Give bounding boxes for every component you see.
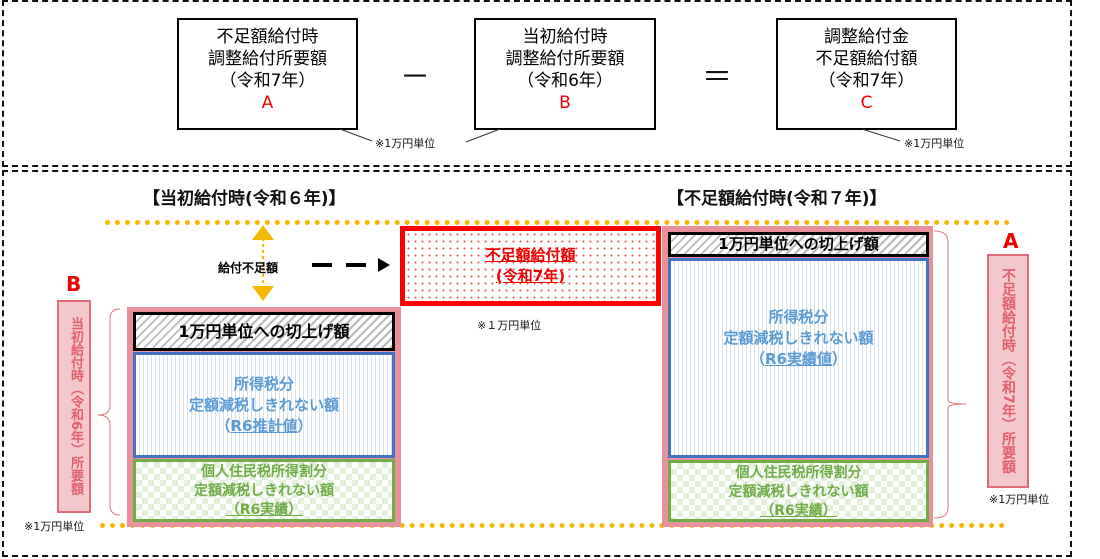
box-c-line: 不足額給付額 bbox=[815, 49, 918, 69]
right-title: 【不足額給付時(令和７年)】 bbox=[667, 189, 887, 209]
top-dotted-line bbox=[105, 220, 1010, 225]
paren: （ bbox=[215, 416, 231, 435]
right-vertical-label: 不足額給付時（令和7年）所要額 bbox=[987, 254, 1029, 488]
resident-tax-line: 定額減税しきれない額 bbox=[728, 484, 869, 500]
right-resident-tax-block: 個人住民税所得割分 定額減税しきれない額 （R6実績） bbox=[668, 460, 929, 522]
income-tax-line: 所得税分 bbox=[233, 374, 294, 393]
income-tax-line: 所得税分 bbox=[768, 307, 829, 326]
left-roundup-block: 1万円単位への切上げ額 bbox=[133, 312, 395, 351]
unit-note: ※1万円単位 bbox=[989, 493, 1050, 506]
income-tax-line: 定額減税しきれない額 bbox=[723, 328, 874, 347]
shortfall-label: 給付不足額 bbox=[218, 261, 279, 275]
box-b-line: 当初給付時 bbox=[522, 27, 608, 47]
diagram-panel bbox=[2, 170, 1072, 557]
left-brace bbox=[97, 308, 121, 516]
letter-a: A bbox=[1003, 229, 1019, 253]
formula-box-c: 調整給付金 不足額給付額 （令和7年） C bbox=[776, 18, 957, 130]
box-c-line: （令和7年） bbox=[818, 71, 915, 91]
right-income-tax-block: 所得税分 定額減税しきれない額 （R6実績値） bbox=[668, 258, 929, 458]
unit-note: ※１万円単位 bbox=[477, 319, 542, 332]
box-a-line: 不足額給付時 bbox=[216, 27, 319, 47]
income-tax-line: 定額減税しきれない額 bbox=[188, 395, 339, 414]
box-c-line: 調整給付金 bbox=[824, 27, 909, 47]
right-roundup-block: 1万円単位への切上げ額 bbox=[668, 232, 929, 257]
box-a-letter: A bbox=[261, 93, 274, 113]
box-a-line: （令和7年） bbox=[219, 71, 316, 91]
shortfall-line: (令和7年) bbox=[495, 267, 566, 285]
paren: ） bbox=[832, 349, 848, 368]
formula-box-a: 不足額給付時 調整給付所要額 （令和7年） A bbox=[177, 18, 358, 130]
equals-sign: ＝ bbox=[702, 60, 732, 95]
box-b-line: （令和6年） bbox=[517, 71, 613, 91]
formula-panel bbox=[2, 0, 1072, 167]
paren: ） bbox=[297, 416, 313, 435]
resident-tax-line: 定額減税しきれない額 bbox=[194, 483, 334, 499]
minus-sign: － bbox=[400, 60, 430, 95]
income-tax-source: R6推計値 bbox=[230, 416, 298, 435]
shortfall-double-arrow-icon bbox=[252, 225, 274, 301]
resident-tax-line: 個人住民税所得割分 bbox=[735, 465, 862, 481]
resident-tax-line: （R6実績） bbox=[760, 503, 837, 519]
unit-note: ※1万円単位 bbox=[375, 137, 436, 150]
box-c-letter: C bbox=[860, 93, 873, 113]
left-resident-tax-block: 個人住民税所得割分 定額減税しきれない額 （R6実績） bbox=[133, 459, 395, 522]
formula-box-b: 当初給付時 調整給付所要額 （令和6年） B bbox=[474, 18, 656, 130]
shortfall-line: 不足額給付額 bbox=[485, 246, 576, 264]
unit-note: ※1万円単位 bbox=[904, 137, 965, 150]
box-b-letter: B bbox=[559, 93, 571, 113]
unit-note: ※1万円単位 bbox=[24, 520, 85, 533]
left-title: 【当初給付時(令和６年)】 bbox=[143, 189, 346, 209]
shortfall-payment-box: 不足額給付額 (令和7年) bbox=[400, 226, 661, 306]
letter-b: B bbox=[66, 272, 82, 296]
resident-tax-line: （R6実績） bbox=[225, 502, 303, 518]
bottom-dotted-line bbox=[100, 523, 1005, 528]
leader-lines bbox=[339, 128, 901, 143]
paren: （ bbox=[749, 349, 765, 368]
resident-tax-line: 個人住民税所得割分 bbox=[201, 464, 327, 480]
box-a-line: 調整給付所要額 bbox=[208, 49, 327, 69]
dashed-arrow-icon bbox=[312, 258, 390, 272]
box-b-line: 調整給付所要額 bbox=[505, 49, 625, 69]
income-tax-source: R6実績値 bbox=[765, 349, 832, 368]
right-brace bbox=[933, 230, 967, 519]
left-income-tax-block: 所得税分 定額減税しきれない額 （R6推計値） bbox=[133, 352, 395, 458]
left-vertical-label: 当初給付時（令和6年）所要額 bbox=[57, 300, 91, 513]
